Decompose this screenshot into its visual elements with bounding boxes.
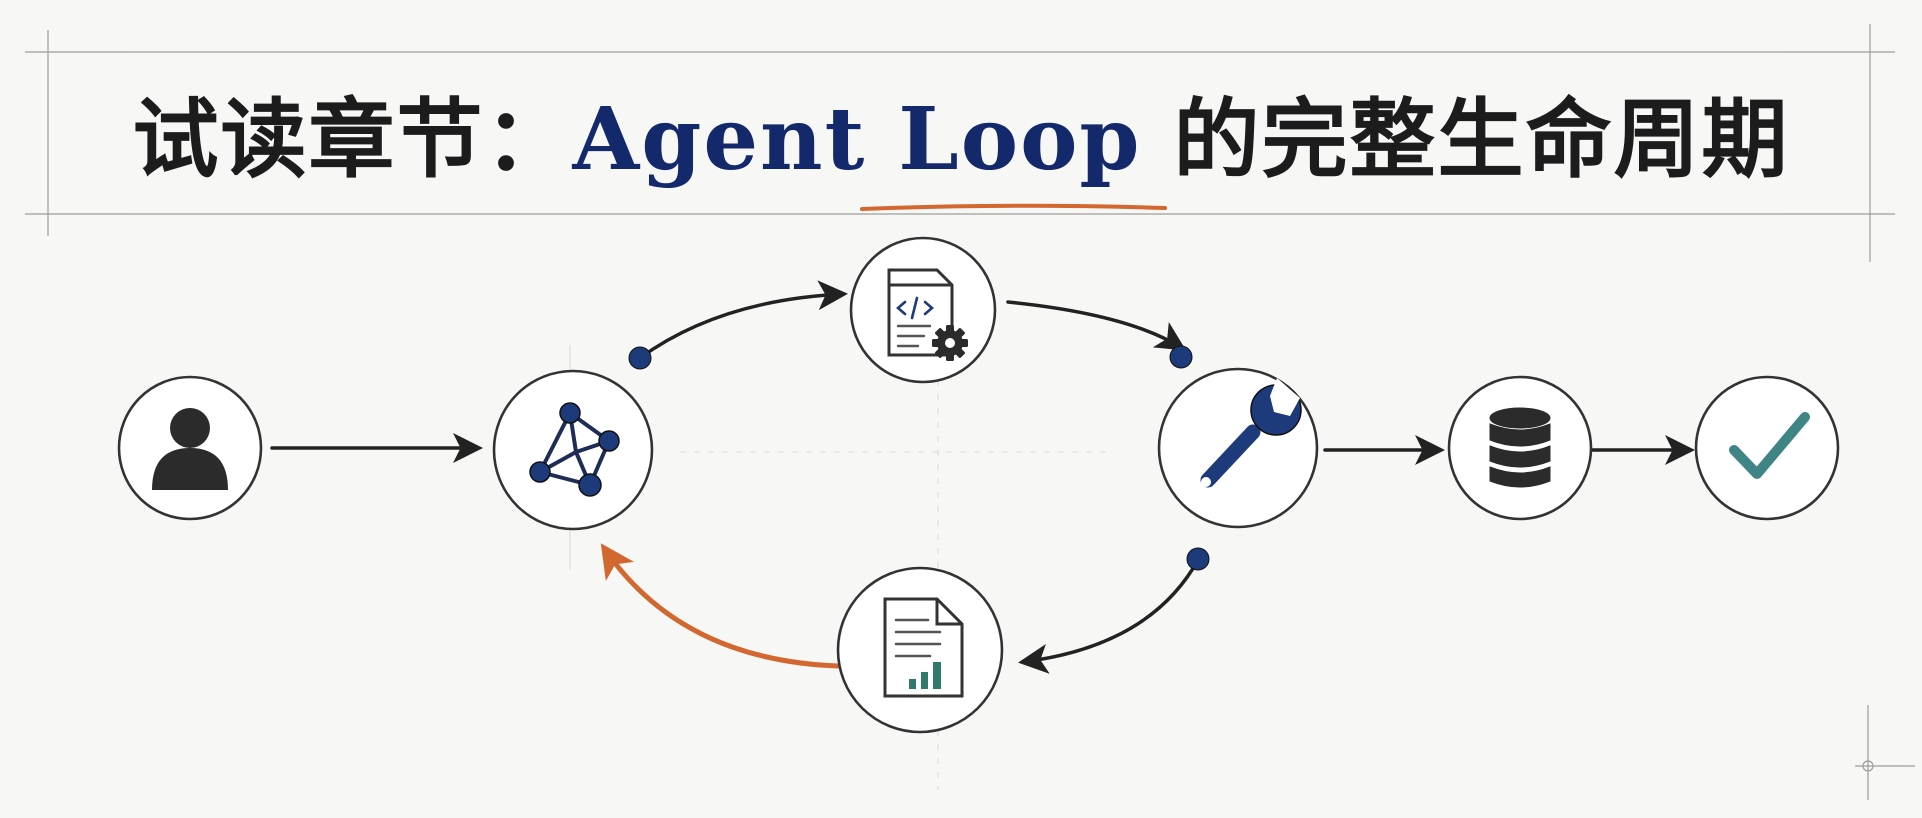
dot-tool-report: [1186, 547, 1210, 571]
report-chart-icon: [883, 597, 964, 698]
network-graph-icon: [529, 402, 620, 497]
frame-lines: [25, 24, 1915, 800]
wrench-icon: [1200, 378, 1302, 488]
title-prefix: 试读章节：: [132, 89, 573, 190]
arrow-tool-to-report: [1018, 558, 1200, 674]
junction-dots: [628, 345, 1210, 571]
database-icon: [1489, 407, 1551, 488]
dot-agent-code: [628, 346, 652, 370]
dot-code-tool: [1169, 345, 1193, 369]
connectors: [270, 280, 1695, 674]
arrow-code-to-tool: [1006, 300, 1187, 351]
code-file-gear-icon: [887, 268, 968, 361]
user-icon: [152, 408, 228, 490]
title-accent: Agent Loop: [572, 89, 1142, 190]
arrow-agent-to-code: [638, 280, 848, 360]
checkmark-icon: [1729, 412, 1810, 479]
title-underline: [860, 203, 1167, 211]
node-storage: [1447, 375, 1593, 521]
node-agent: [492, 369, 654, 531]
title-suffix: 的完整生命周期: [1141, 89, 1790, 190]
page-title: 试读章节：Agent Loop 的完整生命周期: [0, 80, 1922, 200]
arrow-report-to-agent: [600, 543, 841, 669]
node-done: [1694, 375, 1840, 521]
